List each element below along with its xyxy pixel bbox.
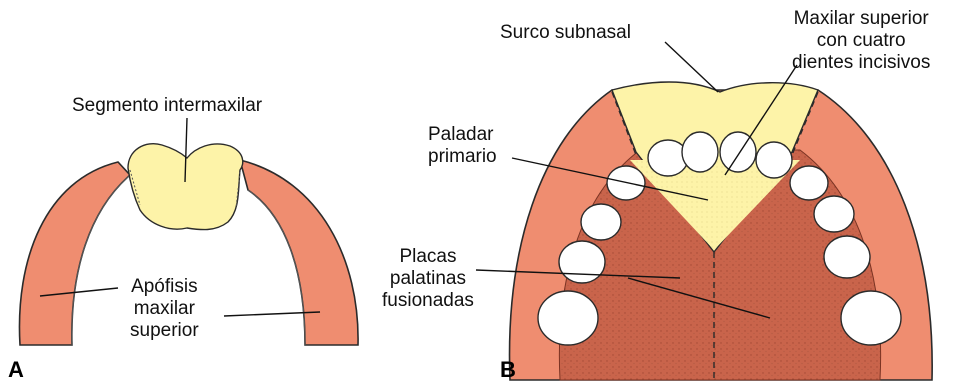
- tooth: [824, 236, 870, 278]
- label-line: Apófisis: [130, 276, 199, 298]
- tooth: [682, 132, 718, 172]
- label-line: superior: [130, 320, 199, 342]
- label-line: Placas: [382, 246, 474, 268]
- label-line: primario: [428, 146, 497, 168]
- label-primary-palate: Paladar primario: [428, 124, 497, 168]
- panel-letter-b: B: [500, 357, 516, 383]
- label-subnasal-groove: Surco subnasal: [500, 22, 631, 44]
- label-line: con cuatro: [792, 30, 930, 52]
- label-line: dientes incisivos: [792, 52, 930, 74]
- tooth: [559, 241, 605, 283]
- label-palatine-plates: Placas palatinas fusionadas: [382, 246, 474, 312]
- label-line: Paladar: [428, 124, 497, 146]
- maxillary-process-arch: [19, 162, 130, 345]
- label-line: fusionadas: [382, 290, 474, 312]
- label-line: palatinas: [382, 268, 474, 290]
- label-line: maxilar: [130, 298, 199, 320]
- tooth: [814, 196, 854, 232]
- tooth: [720, 132, 756, 172]
- label-maxilla-incisors: Maxilar superior con cuatro dientes inci…: [792, 8, 930, 74]
- tooth: [841, 291, 901, 345]
- panel-b-drawing: [476, 42, 932, 380]
- tooth: [648, 140, 688, 176]
- panel-letter-a: A: [8, 357, 24, 383]
- tooth: [581, 204, 621, 240]
- tooth: [538, 291, 598, 345]
- label-intermaxillary-segment: Segmento intermaxilar: [72, 95, 262, 117]
- label-maxillary-process: Apófisis maxilar superior: [130, 276, 199, 342]
- label-line: Maxilar superior: [792, 8, 930, 30]
- tooth: [790, 166, 828, 200]
- maxillary-process-arch: [240, 160, 358, 345]
- tooth: [756, 142, 792, 178]
